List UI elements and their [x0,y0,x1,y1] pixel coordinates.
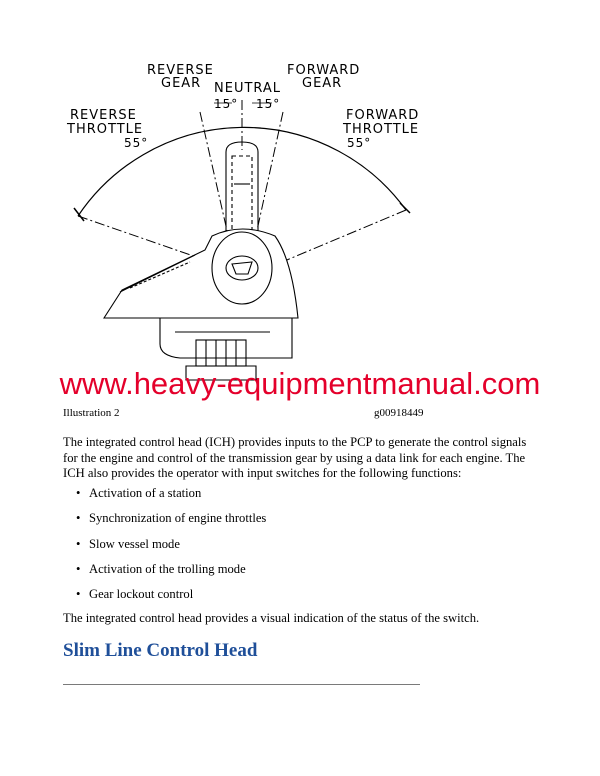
angle-55-left: 55° [124,136,148,150]
throttle-arc [77,126,407,217]
angle-15-left: 15° [214,97,238,111]
section-heading: Slim Line Control Head [63,640,258,661]
forward-throttle-line [281,209,407,263]
bullet: • [76,587,81,602]
forward-gear-line [255,111,284,236]
reverse-throttle-line [77,215,206,261]
list-item-text: Slow vessel mode [89,536,180,551]
list-item-text: Synchronization of engine throttles [89,511,267,526]
forward-throttle-label-2: THROTTLE [342,122,419,137]
bullet: • [76,511,81,526]
illustration-caption: Illustration 2 [63,407,120,419]
bullet: • [76,486,81,500]
list-item: • Slow vessel mode [63,532,266,557]
list-item-text: Gear lockout control [89,587,194,602]
intro-paragraph: The integrated control head (ICH) provid… [63,435,527,480]
illustration-code: g00918449 [374,407,424,419]
list-item-text: Activation of the trolling mode [89,561,246,576]
angle-15-right: 15° [256,97,280,111]
list-item-text: Activation of a station [89,486,202,500]
list-item: • Activation of the trolling mode [63,557,266,582]
control-head-diagram: REVERSE GEAR NEUTRAL FORWARD GEAR REVERS… [66,63,419,381]
list-item: • Gear lockout control [63,582,266,607]
bullet: • [76,536,81,551]
reverse-gear-label-2: GEAR [161,76,201,91]
status-paragraph: The integrated control head provides a v… [63,611,480,625]
list-item: • Activation of a station [63,481,266,506]
reverse-throttle-label-2: THROTTLE [66,122,143,137]
reverse-gear-label-1: REVERSE [147,63,214,78]
reverse-throttle-label-1: REVERSE [70,108,137,123]
angle-55-right: 55° [347,136,371,150]
divider [63,684,420,685]
control-lever [225,141,259,237]
functions-list: • Activation of a station • Synchronizatio… [63,481,266,607]
bullet: • [76,561,81,576]
list-item: • Synchronization of engine throttles [63,506,266,531]
forward-gear-label-1: FORWARD [287,63,360,78]
watermark-url[interactable]: www.heavy-equipmentmanual.com [59,366,541,401]
forward-gear-label-2: GEAR [302,76,342,91]
neutral-label: NEUTRAL [214,81,281,96]
reverse-gear-line [199,111,229,236]
forward-throttle-label-1: FORWARD [346,108,419,123]
control-housing [102,228,299,381]
